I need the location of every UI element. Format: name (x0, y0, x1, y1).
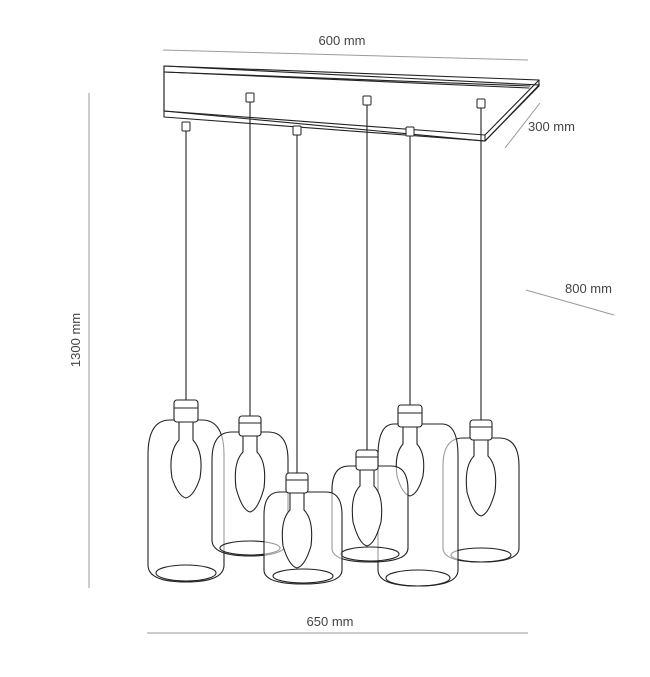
dimension-total-height: 1300 mm (68, 93, 90, 588)
edison-bulb-3 (281, 492, 313, 569)
glass-rim-3 (272, 568, 334, 584)
label-total-height: 1300 mm (68, 313, 83, 367)
glass-rim-1 (155, 564, 217, 582)
glass-lamp-1 (147, 399, 225, 583)
bulb-holder-4 (355, 449, 379, 471)
dimension-line-offset (525, 289, 615, 316)
bulb-holder-3 (285, 472, 309, 494)
dimension-line-top (162, 49, 529, 61)
bulb-holder-5 (397, 404, 423, 428)
glass-lamp-4 (331, 449, 409, 563)
edison-bulb-6 (465, 439, 497, 517)
ceiling-canopy (163, 65, 541, 142)
edison-bulb-4 (351, 469, 383, 547)
dimension-line-depth (504, 102, 541, 149)
cord-cap-4 (362, 95, 372, 106)
label-canopy-depth: 300 mm (528, 119, 575, 134)
edison-bulb-1 (170, 421, 202, 499)
cord-cap-2 (245, 92, 255, 103)
glass-lamp-6 (442, 419, 520, 563)
bulb-holder-2 (238, 415, 262, 437)
dimension-canopy-length: 600 mm (162, 33, 529, 61)
cord-cap-6 (476, 98, 486, 109)
label-canopy-offset: 800 mm (565, 281, 612, 296)
bulb-holder-6 (469, 419, 493, 441)
bulb-holder-1 (173, 399, 199, 423)
canopy-top-edge (163, 71, 530, 89)
edison-bulb-2 (234, 435, 266, 513)
dimension-canopy-depth: 300 mm (504, 102, 575, 149)
glass-lamp-3 (263, 472, 343, 585)
label-canopy-length: 600 mm (319, 33, 366, 48)
cord-cap-1 (181, 121, 191, 132)
dimension-canopy-offset: 800 mm (525, 281, 615, 316)
glass-rim-5 (385, 569, 451, 587)
cord-cap-3 (292, 125, 302, 136)
pendant-cords (181, 92, 486, 474)
label-total-width: 650 mm (307, 614, 354, 629)
dimension-total-width: 650 mm (147, 614, 528, 634)
cord-cap-5 (405, 126, 415, 137)
